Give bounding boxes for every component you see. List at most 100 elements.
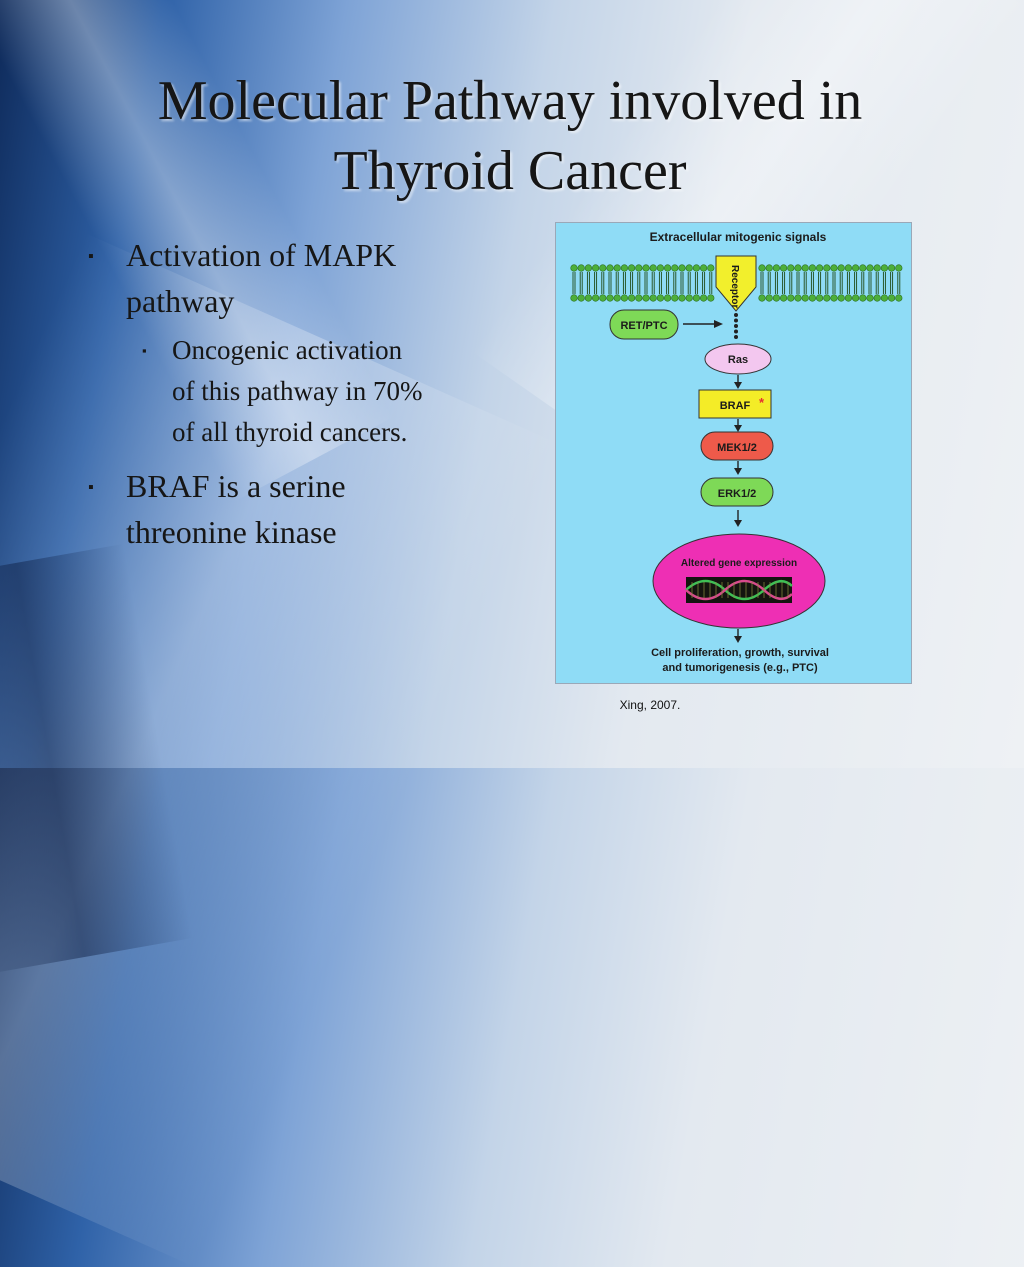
pathway-diagram: Extracellular mitogenic signals Receptor… (556, 223, 911, 683)
lipid-head (758, 264, 766, 272)
lipid-head (649, 264, 657, 272)
lipid-head (570, 264, 578, 272)
lipid-head (663, 264, 672, 272)
title-line: Thyroid Cancer (333, 140, 687, 202)
arrowhead-icon (734, 520, 742, 527)
lipid-head (627, 264, 636, 272)
lipid-head (866, 294, 874, 302)
ras-label: Ras (728, 354, 748, 366)
outcome-label: Cell proliferation, growth, survival (651, 647, 829, 659)
lipid-head (613, 294, 621, 302)
lipid-head (808, 294, 816, 302)
citation: Xing, 2007. (619, 698, 681, 712)
bullet-text: BRAF is a serine (126, 468, 346, 504)
lipid-head (577, 294, 585, 302)
braf-mutation-star: * (759, 395, 765, 410)
lipid-head (599, 264, 607, 272)
lipid-head (765, 294, 773, 302)
receptor-tail-dot (734, 324, 738, 328)
lipid-head (816, 264, 824, 272)
title-line: Molecular Pathway involved in (157, 70, 863, 132)
arrowhead-icon (734, 382, 742, 389)
lipid-head (895, 264, 903, 272)
arrowhead-icon (734, 636, 742, 643)
lipid-head (656, 294, 664, 302)
dna-strand (685, 579, 793, 601)
arrowhead-icon (734, 425, 742, 432)
lipid-head (620, 264, 628, 272)
lipid-head (808, 264, 816, 272)
lipid-head (671, 264, 679, 272)
bullet-text: Activation of MAPK (126, 237, 397, 273)
sub-bullet-text: Oncogenic activation (172, 335, 403, 365)
lipid-head (888, 294, 896, 302)
lipid-head (866, 264, 874, 272)
lipid-head (678, 264, 686, 272)
cell-membrane (570, 264, 903, 302)
receptor-shape (715, 255, 757, 312)
lipid-head (787, 294, 795, 302)
erk-label: ERK1/2 (718, 488, 757, 500)
lipid-head (620, 294, 628, 302)
receptor-tail-dot (734, 318, 738, 323)
lipid-head (685, 294, 693, 302)
lipid-head (895, 294, 903, 302)
lipid-head (649, 294, 657, 302)
lipid-head (787, 264, 795, 272)
lipid-head (830, 264, 838, 272)
braf-label: BRAF (720, 400, 751, 412)
lipid-head (707, 294, 715, 302)
arrowhead-icon (714, 320, 723, 328)
receptor-label: Receptor (729, 265, 740, 308)
lipid-head (577, 264, 585, 272)
lipid-head (859, 264, 867, 272)
lipid-head (772, 294, 780, 302)
lipid-head (584, 294, 593, 302)
ras-node (704, 343, 772, 375)
slide-title: Molecular Pathway involved in Thyroid Ca… (60, 66, 960, 206)
mek-label: MEK1/2 (717, 442, 757, 454)
lipid-head (873, 264, 881, 272)
lipid-head (642, 264, 650, 272)
sub-bullet-oncogenic: ▪ Oncogenic activation of this pathway i… (140, 330, 528, 453)
lipid-head (801, 294, 809, 302)
bullet-text: threonine kinase (126, 514, 337, 550)
lipid-head (844, 264, 853, 272)
lipid-head (692, 264, 700, 272)
lipid-head (685, 264, 693, 272)
lipid-head (780, 294, 788, 302)
lipid-head (700, 264, 708, 272)
arrowhead-icon (734, 468, 742, 475)
ret-ptc-label: RET/PTC (620, 320, 667, 332)
lipid-head (880, 294, 889, 302)
lipid-head (888, 264, 896, 272)
lipid-head (758, 294, 766, 302)
mek-node (700, 431, 774, 461)
lipid-head (707, 264, 715, 272)
lipid-head (599, 294, 607, 302)
extracellular-signals-label: Extracellular mitogenic signals (650, 230, 827, 244)
lipid-head (794, 264, 802, 272)
lipid-head (837, 294, 845, 302)
braf-node (698, 389, 772, 419)
lipid-head (816, 294, 824, 302)
gene-expression-label: Altered gene expression (681, 558, 797, 569)
lipid-head (852, 264, 860, 272)
bullet-text: pathway (126, 283, 235, 319)
lipid-head (692, 294, 700, 302)
lipid-head (852, 294, 860, 302)
lipid-head (627, 294, 636, 302)
lipid-head (859, 294, 867, 302)
lipid-head (656, 264, 664, 272)
lipid-head (570, 294, 578, 302)
lipid-head (591, 294, 600, 302)
bullet-mapk-activation: ▪ Activation of MAPK pathway (88, 232, 528, 324)
lipid-head (772, 264, 780, 272)
lipid-head (584, 264, 593, 272)
ret-ptc-node (609, 309, 679, 340)
lipid-head (837, 264, 845, 272)
square-bullet-icon: ▪ (88, 479, 94, 496)
lipid-head (830, 294, 838, 302)
background-streak (0, 543, 194, 977)
lipid-head (642, 294, 650, 302)
